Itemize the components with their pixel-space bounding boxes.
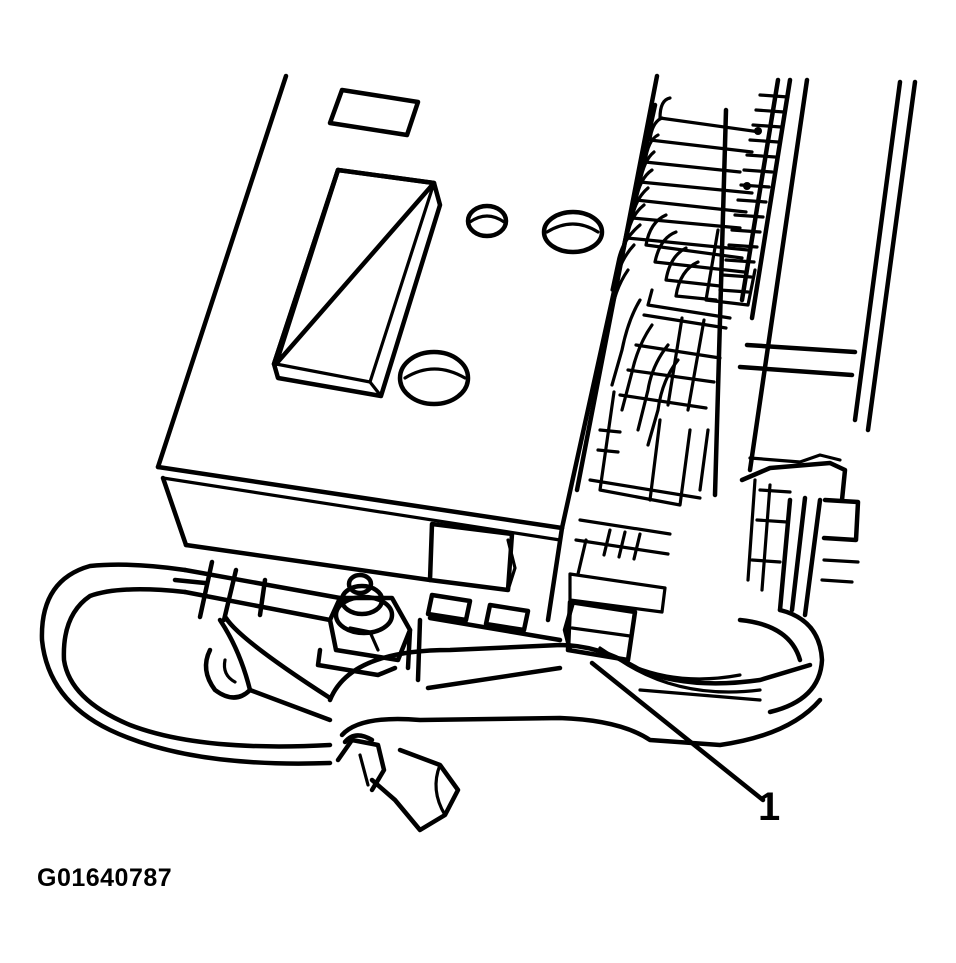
tube-fitting [335, 733, 461, 833]
bracket-slots [425, 521, 531, 633]
terminal-strip [704, 77, 810, 473]
callout-label-1: 1 [758, 785, 781, 829]
module-top-rectangular-pad [327, 87, 421, 138]
callout-1-leader-line [589, 660, 766, 803]
board-components [568, 288, 732, 614]
bracket [203, 615, 563, 723]
control-module-housing [155, 73, 658, 623]
wiring-harness [327, 642, 823, 748]
tube-loop [39, 559, 343, 766]
frame-rails [698, 79, 918, 498]
mounting-stud-nut [315, 572, 413, 678]
module-raised-block [271, 167, 443, 399]
wiring-harness-right [737, 453, 861, 715]
mounting-holes [397, 203, 605, 407]
figure-id-label: G01640787 [37, 864, 173, 892]
circuit-board-traces [574, 73, 762, 493]
